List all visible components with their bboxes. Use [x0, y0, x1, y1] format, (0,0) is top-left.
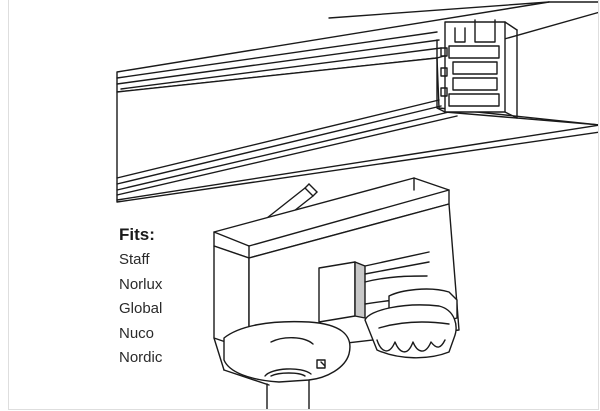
brand-item: Nuco: [119, 324, 155, 342]
brand-item: Nordic: [119, 349, 163, 366]
track-rail: [116, 1, 598, 203]
track-adapter: [213, 177, 460, 409]
product-image-frame: Fits: Staff Norlux Global Nuco Nordic: [8, 0, 599, 410]
fits-title: Fits:: [119, 225, 155, 244]
track-adapter-illustration: [116, 1, 598, 409]
compatibility-list: Fits: Staff Norlux Global Nuco Nordic: [119, 225, 162, 371]
brand-item: Staff: [119, 251, 150, 268]
brand-item: Global: [119, 300, 163, 317]
brand-list: Staff Norlux Global Nuco Nordic: [119, 248, 162, 371]
brand-item: Norlux: [119, 275, 163, 293]
